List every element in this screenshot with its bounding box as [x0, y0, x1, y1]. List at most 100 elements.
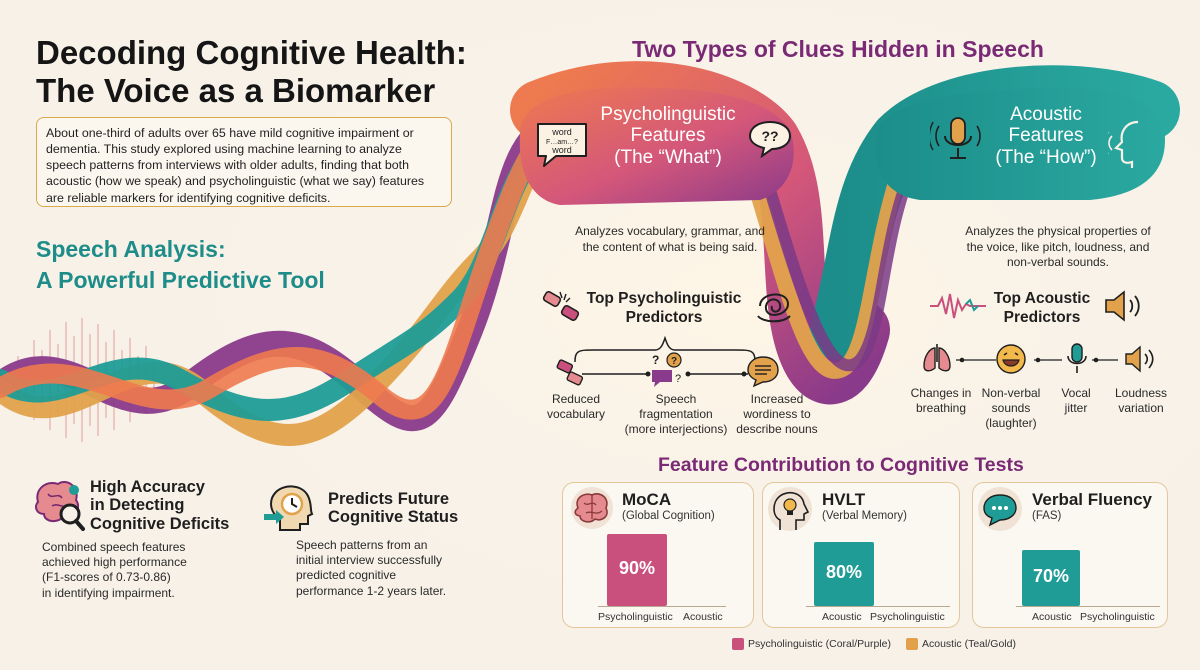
title-line: Decoding Cognitive Health:: [36, 34, 467, 71]
svg-text:?: ?: [652, 353, 659, 367]
pred-title-line: Top Acoustic: [993, 290, 1091, 307]
vocal-mic-icon: [1067, 343, 1087, 373]
pred-title-line: Top Psycholinguistic: [586, 290, 742, 307]
pred-item-line: (more interjections): [624, 422, 728, 436]
stat-desc-line: achieved high performance: [42, 555, 187, 570]
stat-predicts-title: Predicts Future Cognitive Status: [328, 490, 458, 527]
acoustic-predictors-title: Top Acoustic Predictors: [986, 290, 1098, 327]
intro-text: About one-third of adults over 65 have m…: [46, 126, 425, 205]
stat-title-line: High Accuracy: [90, 478, 205, 496]
section-title: Speech Analysis: A Powerful Predictive T…: [36, 234, 416, 295]
desc-line: the voice, like pitch, loudness, and: [966, 239, 1150, 254]
section-title-line: Speech Analysis:: [36, 236, 226, 262]
broken-link-icon: [542, 290, 580, 322]
card-subtitle: (Global Cognition): [622, 510, 715, 522]
acoustic-predictor-item: Changes in breathing: [906, 386, 976, 416]
svg-text:word: word: [551, 145, 572, 155]
pod-label-line: Acoustic: [1010, 104, 1082, 125]
contribution-title: Feature Contribution to Cognitive Tests: [658, 454, 1024, 476]
acoustic-predictor-item: Non-verbal sounds (laughter): [976, 386, 1046, 431]
speaker-icon: [1105, 290, 1140, 322]
axis-label: Acoustic: [822, 611, 862, 623]
chart-bar-acoustic: [814, 542, 874, 606]
axis-label: Psycholinguistic: [598, 611, 673, 623]
pod-label-line: Features: [630, 125, 706, 147]
chart-bar-psycholinguistic: [607, 534, 667, 606]
chart-baseline: [1016, 606, 1160, 607]
speaking-head-icon: [1108, 120, 1139, 168]
tangled-thought-icon: [757, 293, 791, 323]
psycho-predictor-item: Speech fragmentation (more interjections…: [614, 392, 738, 437]
card-title: MoCA: [622, 490, 672, 509]
svg-text:?: ?: [671, 356, 677, 367]
head-clock-icon: [264, 485, 314, 531]
intro-box: About one-third of adults over 65 have m…: [36, 117, 452, 207]
pred-item-line: Increased: [750, 392, 804, 406]
stat-desc-line: predicted cognitive: [296, 568, 397, 583]
svg-text:??: ??: [761, 128, 778, 144]
svg-text:F…am…?: F…am…?: [546, 139, 578, 146]
psycholinguistic-pod: [519, 87, 794, 205]
desc-line: Analyzes vocabulary, grammar, and: [575, 224, 765, 238]
stat-accuracy-desc: Combined speech features achieved high p…: [42, 540, 187, 601]
pred-item-line: Speech: [655, 392, 697, 406]
pred-item-line: (laughter): [985, 416, 1037, 430]
stat-desc-line: Combined speech features: [42, 540, 186, 554]
wordy-bubble-icon: [747, 356, 779, 388]
page-title: Decoding Cognitive Health: The Voice as …: [36, 34, 506, 111]
acoustic-pod: [875, 88, 1165, 200]
pred-item-line: sounds: [991, 401, 1031, 415]
predictor-bracket: [574, 335, 756, 363]
pod-label-line: (The “What”): [614, 146, 722, 168]
chart-baseline: [598, 606, 726, 607]
psycho-predictor-item: Increased wordiness to describe nouns: [732, 392, 822, 437]
laughing-face-icon: [996, 344, 1026, 374]
axis-label: Psycholinguistic: [1080, 611, 1155, 623]
stat-title-line: Cognitive Deficits: [90, 514, 230, 533]
pred-item-line: Reduced: [551, 392, 601, 406]
bar-value-label: 80%: [825, 562, 863, 582]
acoustic-predictor-item: Vocal jitter: [1046, 386, 1106, 416]
speech-bubble-icon: [978, 487, 1022, 531]
bar-value-label: 90%: [618, 558, 656, 578]
pred-title-line: Predictors: [625, 308, 703, 326]
card-title: HVLT: [822, 490, 866, 509]
card-subtitle: (FAS): [1032, 510, 1062, 522]
pred-item-line: variation: [1118, 401, 1164, 415]
card-subtitle: (Verbal Memory): [822, 510, 907, 522]
stat-title-line: Cognitive Status: [328, 508, 459, 527]
word-bubble-icon: word F…am…? word: [537, 123, 587, 167]
pred-item-line: Loudness: [1114, 386, 1168, 400]
svg-text:word: word: [551, 127, 572, 137]
pred-item-line: Changes in: [910, 386, 972, 400]
waveform-icon: [930, 293, 986, 319]
desc-line: non-verbal sounds.: [1006, 255, 1110, 270]
axis-label: Acoustic: [683, 611, 723, 623]
pred-item-line: wordiness to: [743, 407, 811, 421]
pred-item-line: jitter: [1064, 401, 1088, 415]
legend-swatch-psycholinguistic: [732, 638, 744, 650]
acoustic-label: Acoustic Features (The “How”): [984, 104, 1108, 168]
card-title: Verbal Fluency: [1032, 490, 1152, 509]
section-title-line: A Powerful Predictive Tool: [36, 266, 325, 293]
pred-item-line: Non-verbal: [981, 386, 1041, 400]
stat-accuracy-title: High Accuracy in Detecting Cognitive Def…: [90, 478, 229, 533]
title-line: The Voice as a Biomarker: [36, 72, 436, 110]
axis-label: Psycholinguistic: [870, 611, 945, 623]
pod-label-line: Features: [1008, 125, 1084, 147]
svg-text:?: ?: [675, 373, 681, 385]
pred-item-line: fragmentation: [639, 407, 713, 421]
legend-label: Psycholinguistic (Coral/Purple): [748, 638, 891, 650]
stat-predicts-desc: Speech patterns from an initial intervie…: [296, 538, 446, 599]
pred-item-line: breathing: [915, 401, 967, 415]
pred-item-line: vocabulary: [546, 407, 606, 421]
stat-title-line: Predicts Future: [328, 490, 450, 508]
stat-desc-line: Speech patterns from an: [296, 538, 428, 552]
reduced-vocabulary-icon: [556, 359, 584, 386]
chart-bar-acoustic: [1022, 550, 1080, 606]
stat-desc-line: initial interview successfully: [296, 553, 443, 568]
brain-magnifier-icon: [35, 481, 85, 531]
psycholinguistic-desc: Analyzes vocabulary, grammar, and the co…: [556, 224, 784, 255]
desc-line: Analyzes the physical properties of: [965, 224, 1151, 238]
stat-desc-line: performance 1-2 years later.: [296, 583, 447, 598]
